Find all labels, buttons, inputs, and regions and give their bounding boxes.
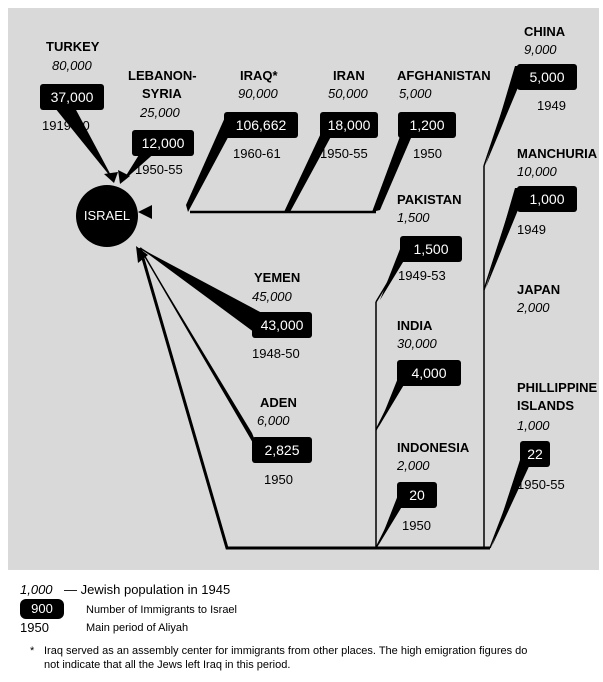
japan-population: 2,000: [517, 300, 550, 315]
afghanistan-wedge: [372, 131, 414, 212]
manchuria-name: MANCHURIA: [517, 146, 598, 161]
aden-period: 1950: [264, 472, 293, 487]
yemen-period: 1948-50: [252, 346, 300, 361]
arrowhead-turkey: [104, 172, 118, 183]
legend-population-sample: 1,000: [20, 582, 53, 597]
israel-circle: ISRAEL: [76, 185, 138, 247]
philippine-name-line1: PHILLIPPINE: [517, 380, 598, 395]
iraq-immigrants-box: 106,662: [224, 112, 298, 138]
pakistan-immigrants-box: 1,500: [400, 236, 462, 262]
yemen-wedge: [140, 248, 262, 338]
manchuria-wedge: [486, 188, 527, 288]
lebanon-population: 25,000: [140, 105, 180, 120]
iran-population: 50,000: [328, 86, 368, 101]
lebanon-wedge: [122, 150, 158, 182]
yemen-population: 45,000: [252, 289, 292, 304]
china-wedge: [486, 66, 527, 164]
turkey-immigrants-box: 37,000: [40, 84, 104, 110]
iran-wedge: [284, 131, 334, 212]
iraq-population: 90,000: [238, 86, 278, 101]
india-population: 30,000: [397, 336, 437, 351]
philippine-wedge: [492, 460, 532, 546]
yemen-immigrants-box: 43,000: [252, 312, 312, 338]
philippine-immigrants-box: 22: [520, 441, 550, 467]
turkey-name: TURKEY: [46, 39, 100, 54]
philippine-period: 1950-55: [517, 477, 565, 492]
china-name: CHINA: [524, 24, 566, 39]
japan-name: JAPAN: [517, 282, 561, 297]
iraq-name: IRAQ*: [240, 68, 278, 83]
indonesia-name: INDONESIA: [397, 440, 470, 455]
iraq-period: 1960-61: [233, 146, 281, 161]
pakistan-period: 1949-53: [398, 268, 446, 283]
southern-trunk: [138, 247, 490, 550]
china-period: 1949: [537, 98, 566, 113]
manchuria-population: 10,000: [517, 164, 557, 179]
aden-wedge: [140, 248, 262, 458]
china-population: 9,000: [524, 42, 557, 57]
afghanistan-period: 1950: [413, 146, 442, 161]
china-immigrants-box: 5,000: [517, 64, 577, 90]
lebanon-period: 1950-55: [135, 162, 183, 177]
lebanon-immigrants-box: 12,000: [132, 130, 194, 156]
pakistan-population: 1,500: [397, 210, 430, 225]
aden-population: 6,000: [257, 413, 290, 428]
yemen-name: YEMEN: [254, 270, 301, 285]
indonesia-period: 1950: [402, 518, 431, 533]
footnote-line2: not indicate that all the Jews left Iraq…: [44, 659, 291, 671]
iran-period: 1950-55: [320, 146, 368, 161]
map-background: [8, 8, 599, 570]
iraq-wedge: [186, 115, 240, 212]
manchuria-period: 1949: [517, 222, 546, 237]
legend-period-text: Main period of Aliyah: [86, 622, 189, 634]
indonesia-population: 2,000: [397, 458, 430, 473]
legend-immigrants-text: Number of Immigrants to Israel: [86, 604, 237, 616]
lebanon-name-line1: LEBANON-: [128, 68, 197, 83]
legend-population-text: — Jewish population in 1945: [64, 582, 231, 597]
iran-immigrants-box: 18,000: [320, 112, 378, 138]
arrowhead-lebanon: [118, 170, 130, 184]
legend-immigrants-sample: 900: [20, 599, 64, 619]
iran-name: IRAN: [333, 68, 365, 83]
india-name: INDIA: [397, 318, 433, 333]
footnote-line1: Iraq served as an assembly center for im…: [44, 645, 528, 657]
turkey-population: 80,000: [52, 58, 92, 73]
arrowhead-east: [138, 205, 152, 219]
turkey-wedge: [55, 108, 114, 181]
afghanistan-immigrants-box: 1,200: [398, 112, 456, 138]
philippine-population: 1,000: [517, 418, 550, 433]
afghanistan-name: AFGHANISTAN: [397, 68, 491, 83]
india-immigrants-box: 4,000: [397, 360, 461, 386]
pakistan-name: PAKISTAN: [397, 192, 462, 207]
manchuria-immigrants-box: 1,000: [517, 186, 577, 212]
arrowhead-southeast: [136, 246, 148, 263]
indonesia-immigrants-box: 20: [397, 482, 437, 508]
afghanistan-population: 5,000: [399, 86, 432, 101]
philippine-name-line2: ISLANDS: [517, 398, 575, 413]
legend-period-sample: 1950: [20, 620, 49, 635]
aden-immigrants-box: 2,825: [252, 437, 312, 463]
lebanon-name-line2: SYRIA: [142, 86, 182, 101]
footnote-mark: *: [30, 645, 35, 657]
aden-name: ADEN: [260, 395, 297, 410]
turkey-period: 1919-50: [42, 118, 90, 133]
